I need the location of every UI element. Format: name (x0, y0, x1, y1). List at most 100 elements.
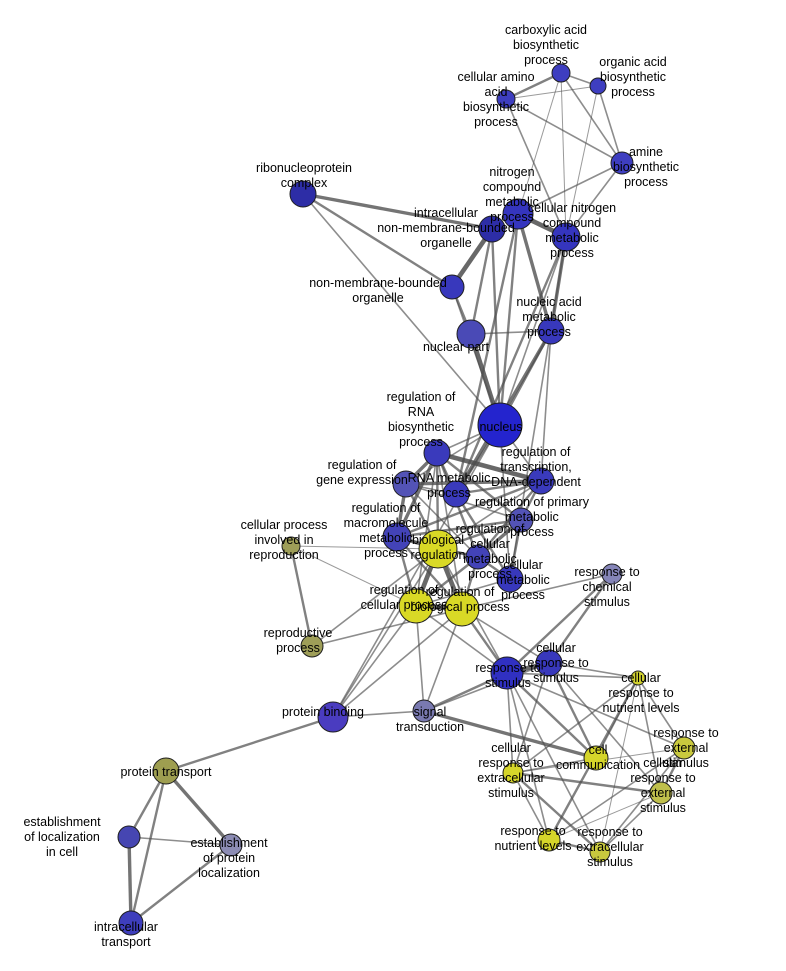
graph-edge (332, 548, 439, 718)
node-label-npart: nuclear part (423, 340, 490, 354)
node-crn[interactable] (630, 670, 646, 686)
node-cmet[interactable] (496, 565, 524, 593)
node-rchem[interactable] (601, 563, 623, 585)
node-nmorg[interactable] (439, 274, 465, 300)
node-rmm[interactable] (382, 522, 412, 552)
graph-edge (512, 772, 601, 853)
node-label-nucleus: nucleus (479, 420, 522, 434)
graph-edge (423, 709, 597, 760)
graph-edge (129, 770, 168, 924)
graph-edge (127, 836, 133, 924)
graph-edge (130, 844, 232, 924)
node-npart[interactable] (456, 319, 486, 349)
node-label-pb: protein binding (282, 705, 364, 719)
node-cc[interactable] (583, 745, 609, 771)
node-rnl[interactable] (537, 828, 561, 852)
node-cnitro[interactable] (551, 222, 581, 252)
node-crext[interactable] (649, 781, 673, 805)
node-intorg[interactable] (478, 215, 506, 243)
node-pb[interactable] (317, 701, 349, 733)
node-nacid[interactable] (537, 317, 565, 345)
graph-edge (548, 662, 639, 679)
node-crs[interactable] (535, 649, 563, 677)
node-nitro[interactable] (502, 198, 534, 230)
node-rrb[interactable] (423, 439, 451, 467)
graph-edge (547, 662, 598, 759)
node-elc[interactable] (117, 825, 141, 849)
graph-edge (396, 518, 522, 539)
node-rs[interactable] (490, 656, 524, 690)
node-ribo[interactable] (289, 180, 317, 208)
graph-edge (517, 72, 562, 215)
graph-edge (289, 545, 314, 647)
node-amine[interactable] (610, 151, 634, 175)
node-rge[interactable] (392, 470, 420, 498)
graph-edge (405, 479, 542, 486)
graph-edge (290, 545, 417, 607)
node-st[interactable] (412, 699, 436, 723)
node-rexc[interactable] (589, 841, 611, 863)
graph-edge (415, 605, 425, 712)
graph-edge (560, 72, 567, 238)
node-ptr[interactable] (152, 757, 180, 785)
node-rtx[interactable] (527, 467, 555, 495)
node-rcp[interactable] (398, 588, 434, 624)
node-rpm[interactable] (508, 507, 534, 533)
graph-edge (517, 162, 623, 215)
node-org[interactable] (589, 77, 607, 95)
node-nucleus[interactable] (477, 402, 523, 448)
node-rnam[interactable] (442, 480, 470, 508)
graph-edge (506, 672, 550, 841)
graph-edge (637, 677, 662, 794)
node-amino[interactable] (496, 89, 516, 109)
node-bioreg[interactable] (418, 529, 458, 569)
graph-edge (454, 493, 512, 580)
graph-edge (332, 424, 501, 718)
graph-edge (396, 479, 542, 539)
graph-edge (637, 677, 685, 749)
node-rpr[interactable] (300, 634, 324, 658)
graph-edge (455, 479, 542, 496)
node-rbp[interactable] (444, 591, 480, 627)
node-epl[interactable] (219, 833, 243, 857)
graph-edge (302, 192, 453, 289)
graph-edge (332, 608, 463, 718)
graph-edge (311, 608, 463, 647)
graph-edge (506, 672, 639, 679)
node-crexc[interactable] (502, 762, 524, 784)
graph-edge (548, 662, 662, 794)
node-itr[interactable] (118, 910, 144, 936)
graph-edge (302, 192, 493, 231)
node-cpr[interactable] (281, 536, 301, 556)
graph-edge (165, 715, 334, 773)
node-rext[interactable] (672, 736, 696, 760)
node-carb[interactable] (551, 63, 571, 83)
graph-edge (505, 71, 562, 101)
node-rcmet[interactable] (465, 544, 491, 570)
graph-edge (505, 98, 567, 238)
graph-edge (436, 450, 542, 484)
graph-edge (454, 213, 520, 495)
graph-edge (423, 662, 550, 712)
graph-edge (506, 672, 514, 774)
